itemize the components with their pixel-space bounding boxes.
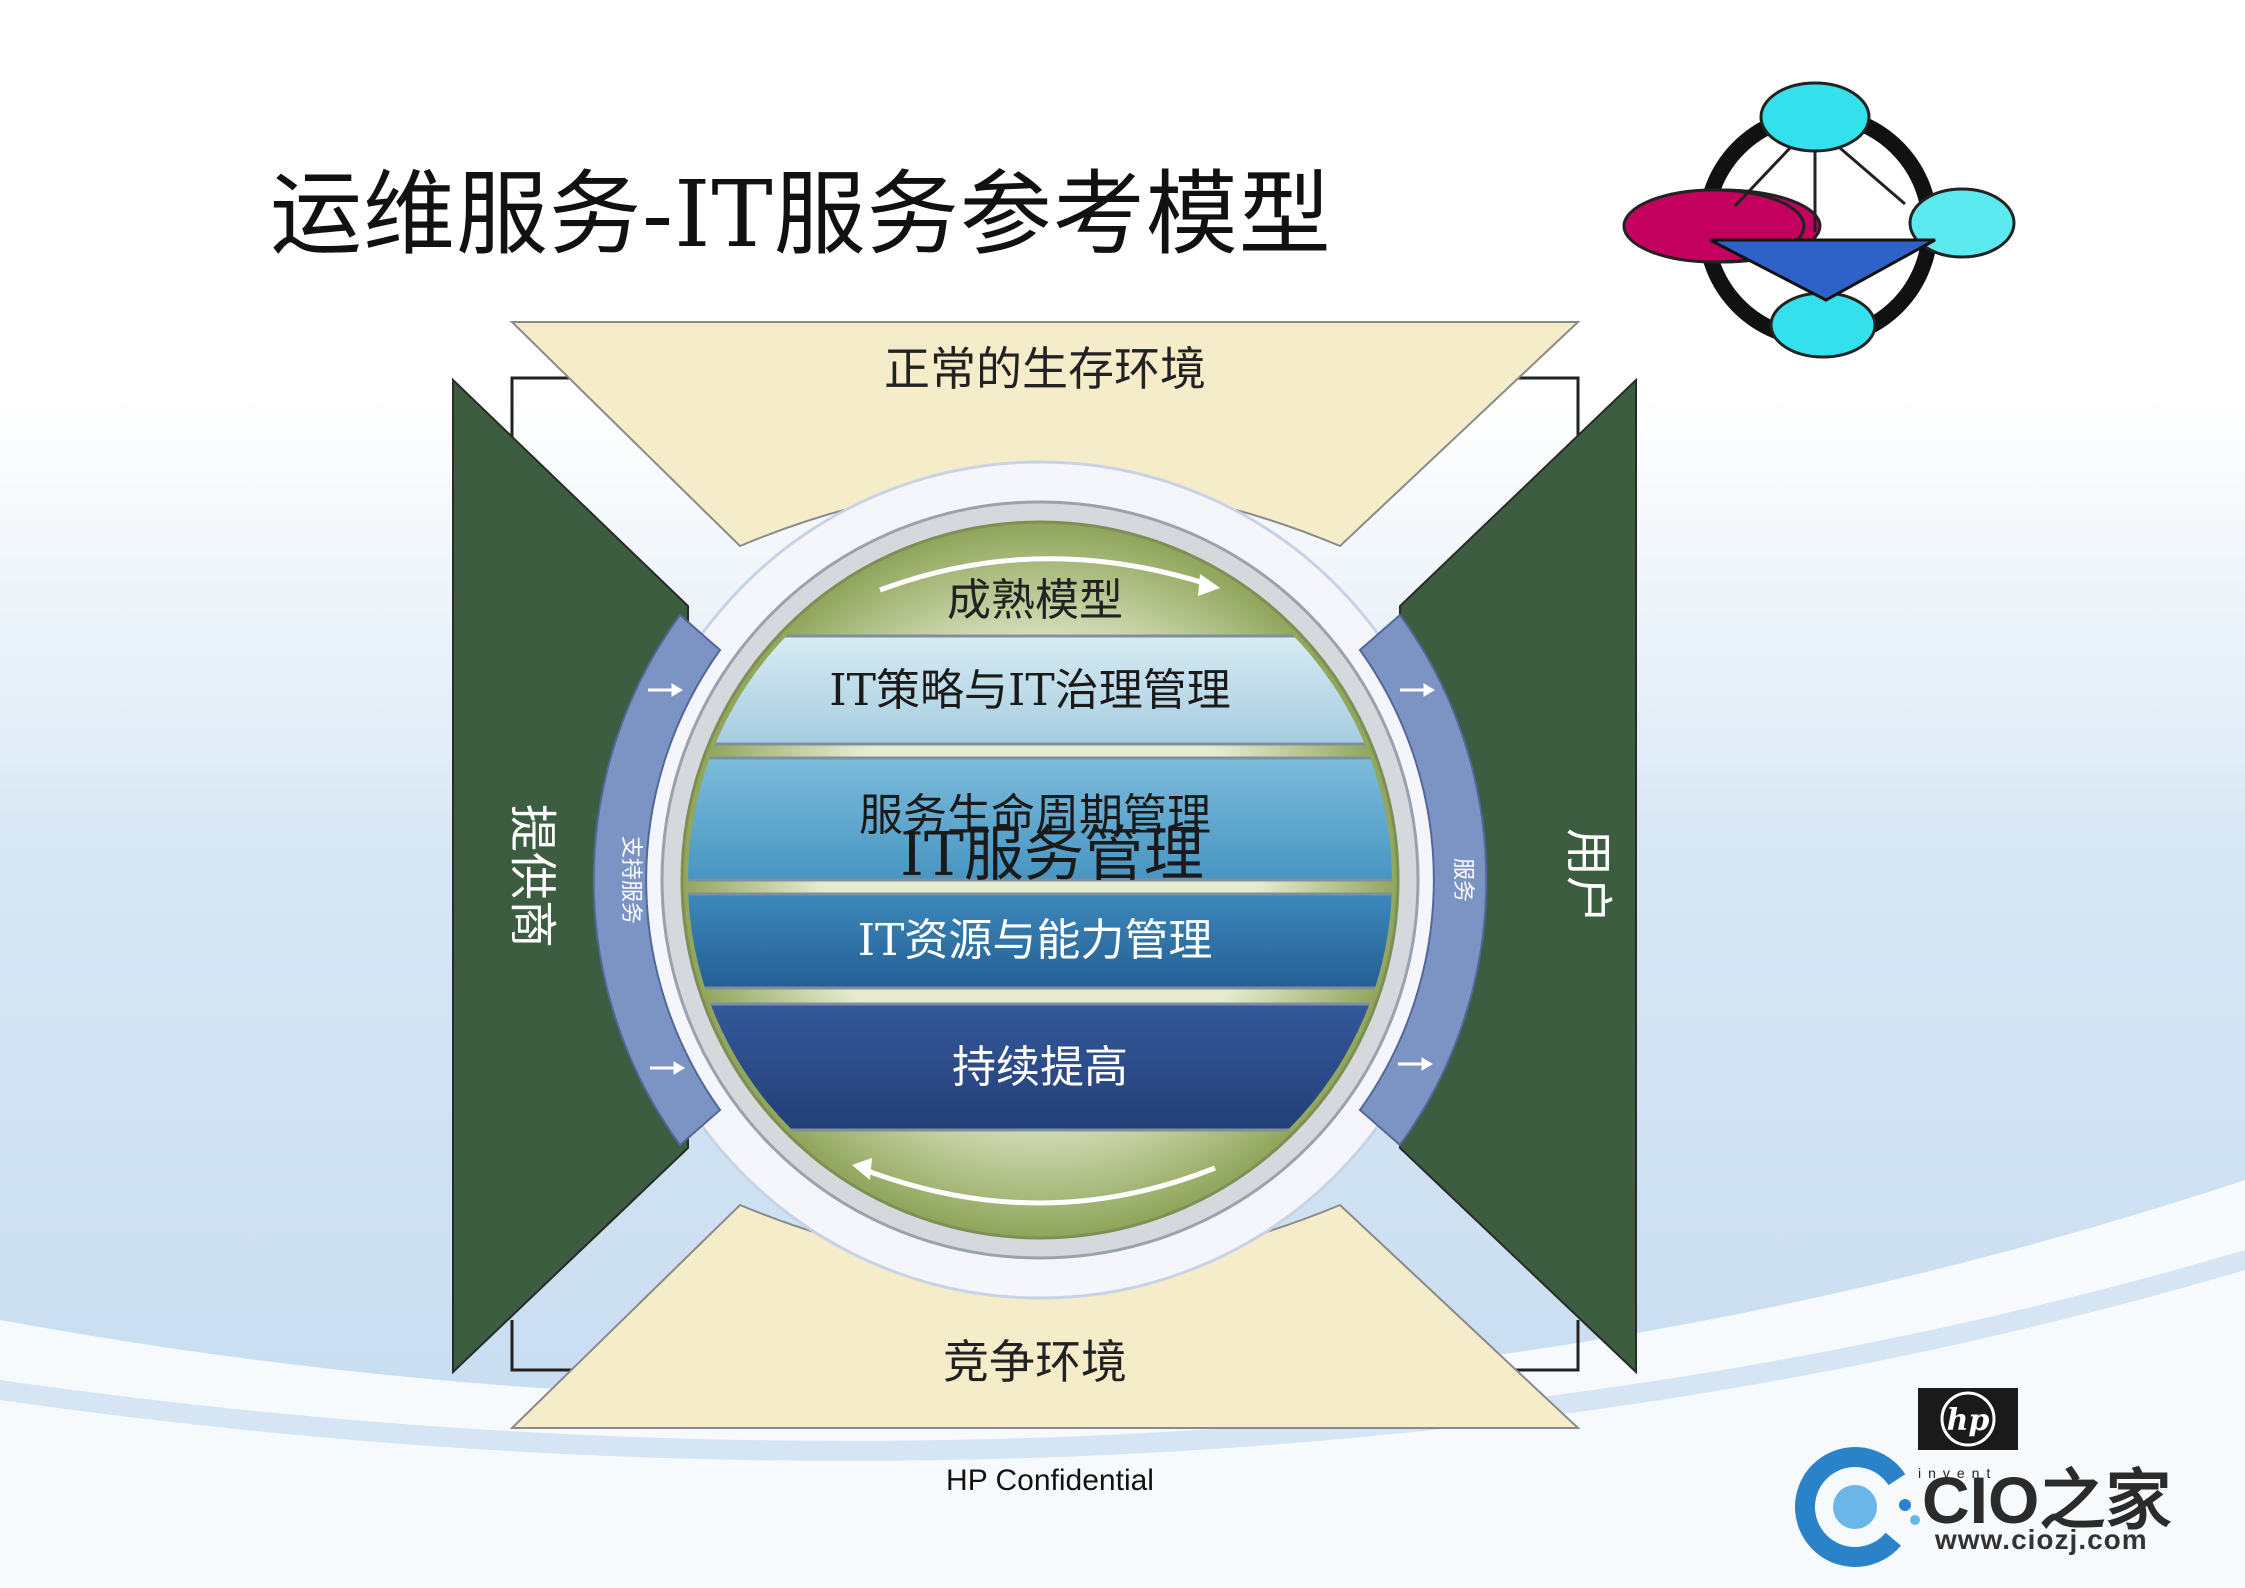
support-services-label: 支持服务 [618,836,643,924]
bottom-environment-label: 竞争环境 [943,1335,1127,1389]
arrow-icon [648,683,683,697]
mini-node-cyan [1759,81,1871,153]
cio-logo-icon [1795,1447,1920,1567]
background-swoosh [0,1180,2245,1588]
arrow-icon [1198,574,1220,596]
user-label: 用户 [1560,828,1616,924]
cio-brand: CIO之家 [1922,1463,2172,1537]
center-label: IT服务管理 [900,820,1204,890]
arrow-icon [650,1061,685,1075]
mini-triangle [1709,238,1936,302]
footer-confidential: HP Confidential [946,1464,1154,1497]
layer-stack [688,634,1392,1132]
bottom-cycle-arrow [859,1165,1216,1206]
layer-band [688,756,1392,882]
mini-node-cyan [1769,291,1877,359]
top-cycle-arrow [879,556,1211,593]
mini-arrow [1839,146,1906,206]
bracket-bottom-left [510,1320,575,1372]
mini-node-cyan [1908,187,2016,259]
services-arc-label: 服务 [1450,858,1475,902]
user-panel [1399,377,1637,1375]
cio-url: www.ciozj.com [1935,1524,2148,1555]
provider-panel [452,377,689,1375]
provider-label: 提供商 [504,804,560,948]
services-arc [1358,613,1488,1147]
bracket-top-left [510,376,575,440]
bracket-top-right [1515,376,1580,440]
layer-label: 服务生命周期管理 [859,790,1211,841]
layer-band [688,892,1392,990]
support-services-arc [592,613,722,1147]
arrow-icon [1400,683,1435,697]
mini-arrow [1733,146,1792,208]
top-environment-label: 正常的生存环境 [884,342,1206,396]
hp-logo-circle [1940,1391,1996,1447]
hp-tagline: invent [1918,1465,1998,1481]
mini-model-diagram [1622,81,2016,359]
hp-logo-mark: hp [1947,1403,1990,1438]
layer-label: 持续提高 [952,1042,1128,1093]
arrow-icon [852,1158,872,1180]
layer-label: IT资源与能力管理 [858,915,1213,966]
hp-logo: hp [1918,1388,2018,1450]
maturity-model-label: 成熟模型 [947,575,1123,626]
page-title: 运维服务-IT服务参考模型 [270,161,1332,268]
layer-label: IT策略与IT治理管理 [829,665,1230,716]
bracket-bottom-right [1515,1320,1580,1372]
hp-logo-box [1918,1388,2018,1450]
arrow-icon [1398,1057,1433,1071]
